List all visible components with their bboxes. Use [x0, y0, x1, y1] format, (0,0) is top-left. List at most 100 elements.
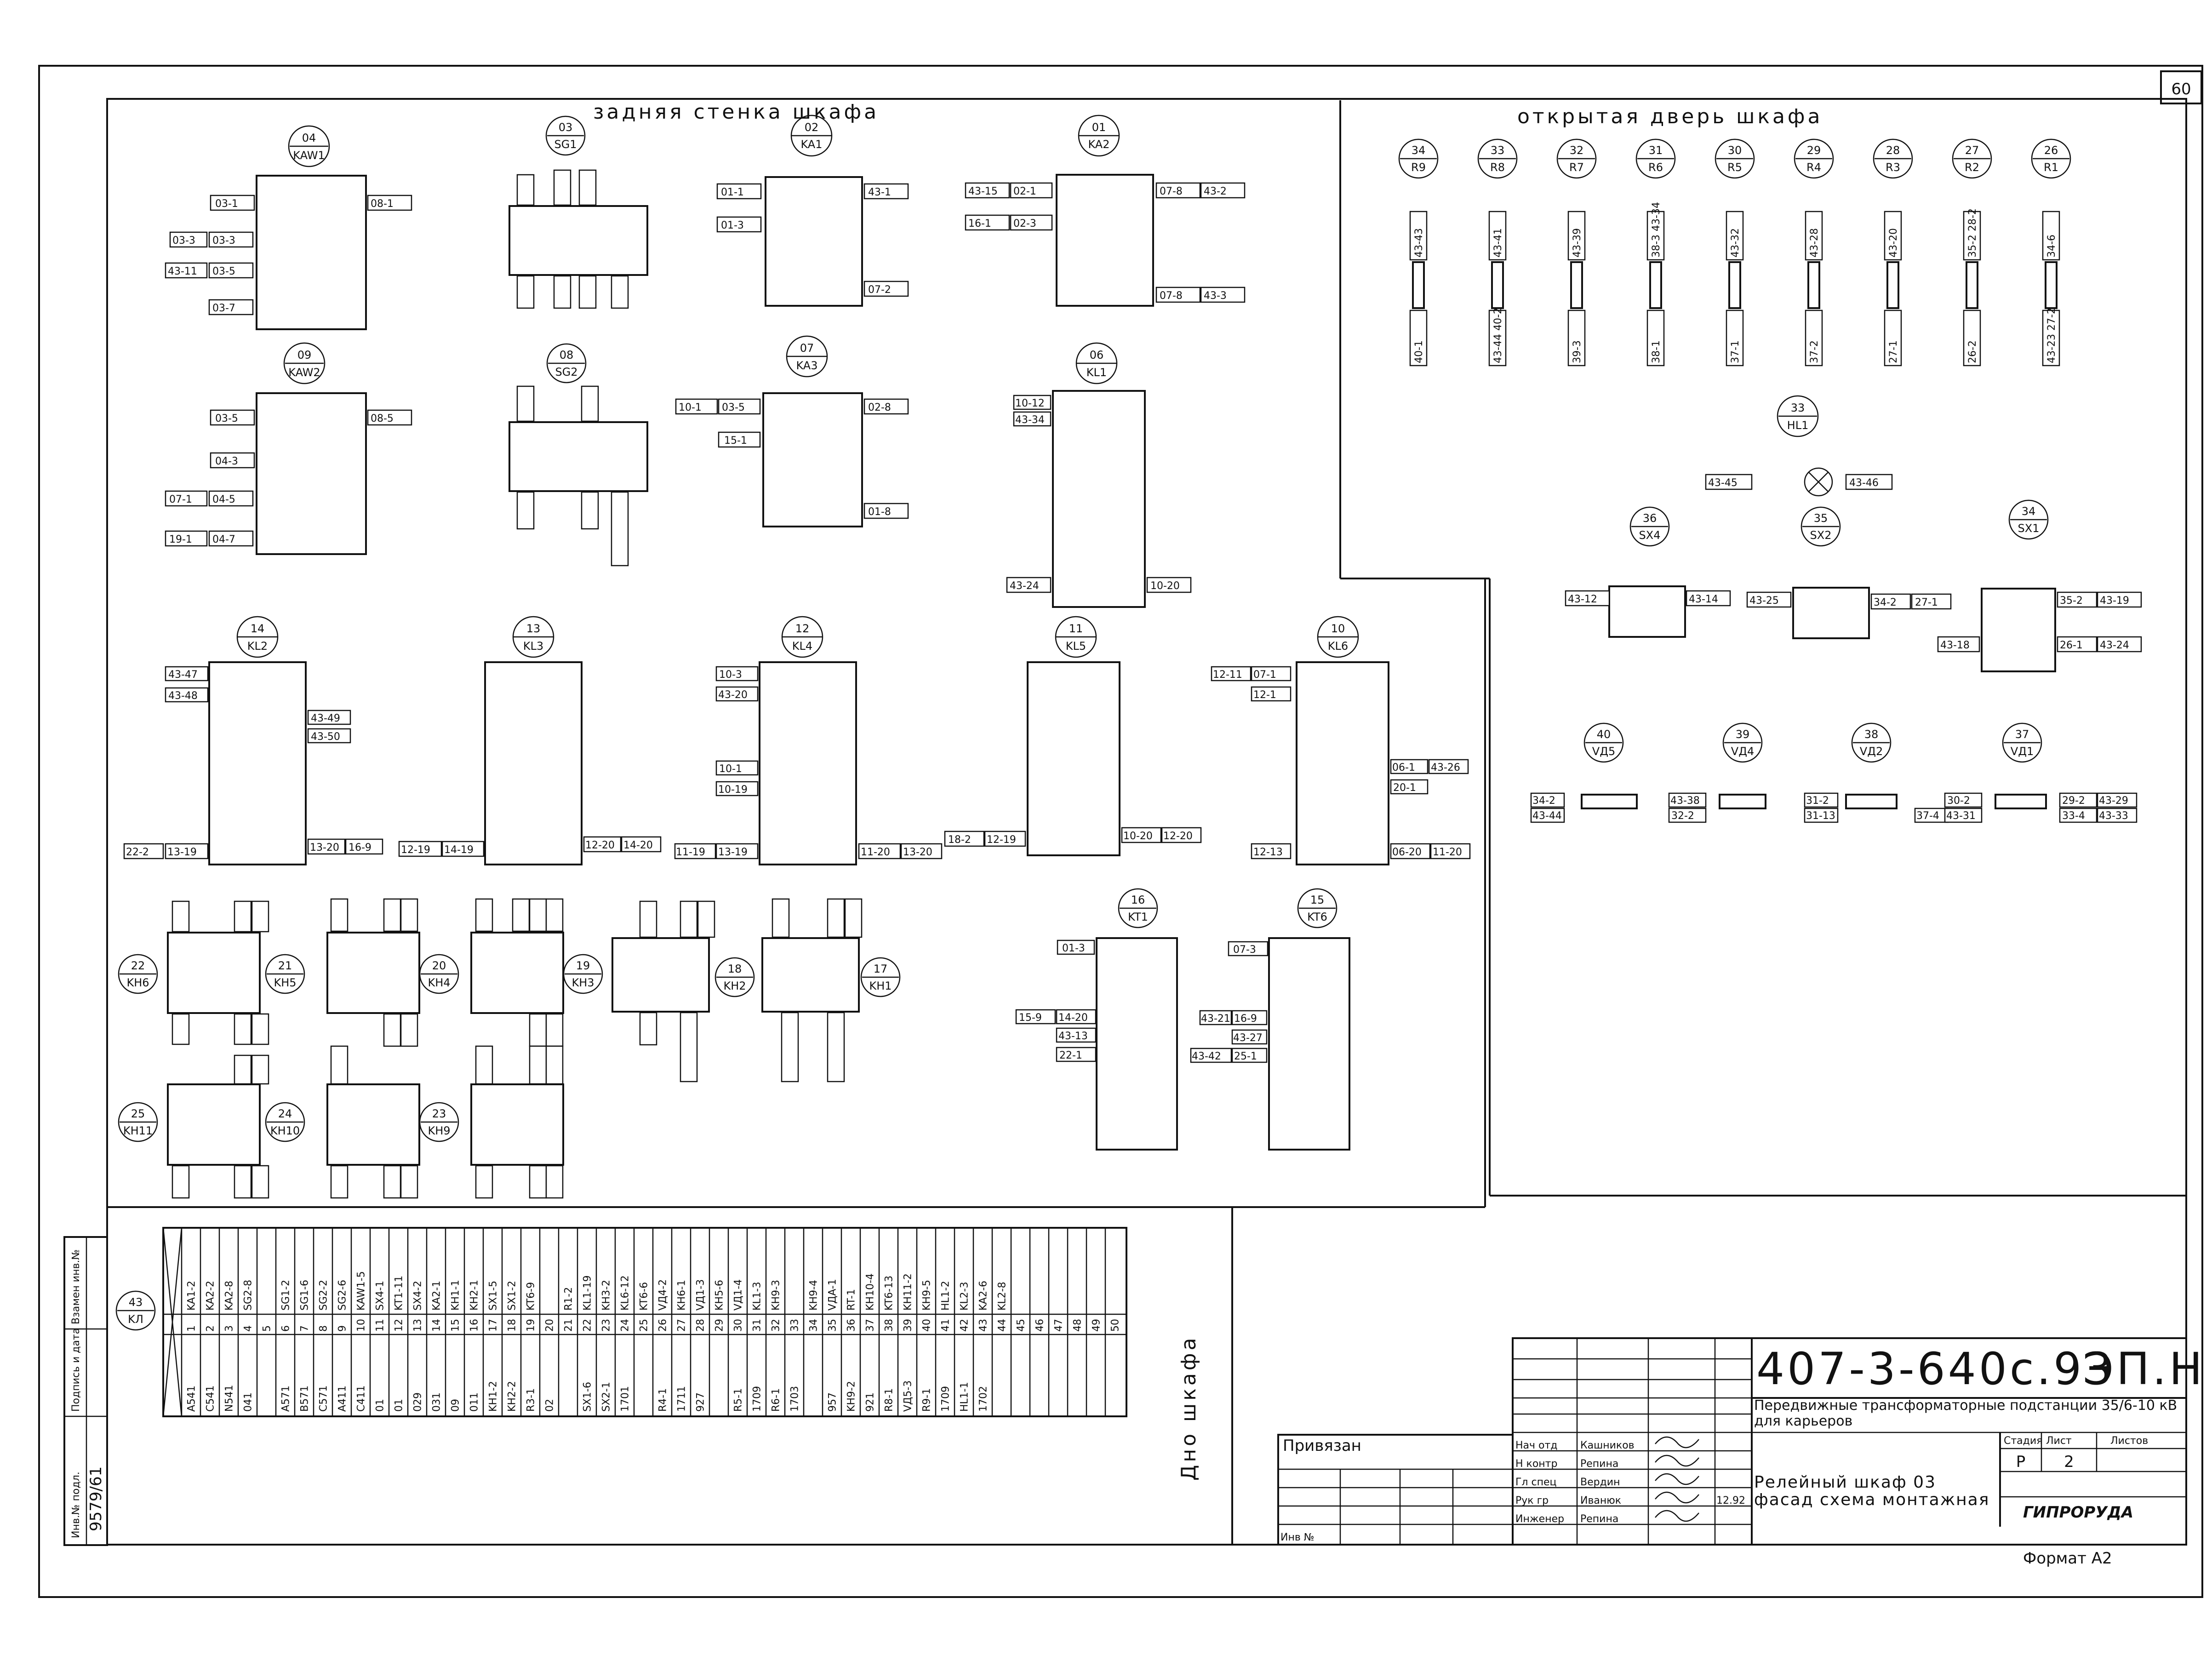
svg-text:VД2: VД2	[1860, 745, 1883, 758]
terminal-number: 14	[431, 1319, 443, 1332]
relay-bottom-unnamed	[470, 1045, 564, 1199]
terminal-wire-lower: SX2-1	[601, 1382, 612, 1412]
svg-text:17: 17	[874, 962, 888, 975]
svg-text:18: 18	[728, 962, 742, 975]
svg-text:10-3: 10-3	[719, 669, 742, 681]
svg-text:43-46: 43-46	[1849, 477, 1879, 489]
terminal-wire-lower: B571	[299, 1386, 311, 1412]
svg-text:43-25: 43-25	[1749, 595, 1779, 607]
svg-text:31-2: 31-2	[1806, 795, 1829, 807]
svg-text:KA3: KA3	[796, 359, 817, 372]
resistor-code: R3	[1886, 161, 1900, 174]
terminal-number: 20	[544, 1319, 556, 1332]
terminal-wire-lower: 1701	[620, 1386, 631, 1412]
svg-text:25: 25	[131, 1107, 145, 1120]
svg-text:03-7: 03-7	[212, 303, 235, 314]
terminal-number: 37	[865, 1319, 876, 1332]
svg-text:21: 21	[278, 959, 292, 972]
signature-2	[1655, 1455, 1699, 1467]
sheet-number-box	[2160, 70, 2202, 104]
terminal-wire-upper: VД1-3	[695, 1279, 707, 1311]
svg-text:13-19: 13-19	[167, 847, 197, 858]
svg-text:19-1: 19-1	[169, 534, 192, 545]
back-wall-label: задняя стенка шкафа	[593, 100, 879, 124]
svg-text:43-13: 43-13	[1058, 1031, 1088, 1042]
svg-text:43-3: 43-3	[1204, 290, 1227, 302]
svg-text:12-13: 12-13	[1253, 847, 1283, 858]
svg-text:03-3: 03-3	[172, 235, 195, 246]
resistor-bottom-wire: 39-3	[1572, 340, 1583, 363]
svg-text:12.92: 12.92	[1716, 1495, 1745, 1506]
terminal-wire-upper: KH10-4	[865, 1273, 876, 1311]
svg-text:Стадия: Стадия	[2004, 1435, 2042, 1447]
svg-text:KH11: KH11	[123, 1124, 153, 1137]
svg-text:KL2: KL2	[247, 640, 268, 653]
resistor-code: R1	[2044, 161, 2058, 174]
svg-text:19: 19	[576, 959, 590, 972]
svg-text:KA1: KA1	[800, 138, 822, 151]
svg-text:02-8: 02-8	[868, 402, 891, 413]
svg-text:Р: Р	[2016, 1453, 2026, 1471]
svg-text:12-11: 12-11	[1213, 669, 1242, 681]
resistor-top-wire: 43-41	[1492, 228, 1504, 258]
svg-text:KH2: KH2	[723, 979, 746, 992]
svg-text:07-1: 07-1	[1253, 669, 1276, 681]
svg-text:Нач отд: Нач отд	[1515, 1440, 1558, 1451]
svg-text:01: 01	[1092, 121, 1106, 134]
resistor-top-wire: 43-32	[1730, 228, 1741, 258]
terminal-wire-upper: SX4-2	[412, 1281, 424, 1311]
svg-text:Иванюк: Иванюк	[1580, 1495, 1621, 1506]
terminal-wire-lower: R6-1	[771, 1388, 782, 1412]
svg-text:36: 36	[1643, 512, 1657, 525]
resistor-bottom-wire: 38-1	[1651, 340, 1662, 363]
terminal-wire-lower: 927	[695, 1392, 707, 1412]
terminal-wire-upper: KT6-9	[526, 1282, 537, 1311]
svg-text:22-1: 22-1	[1059, 1050, 1082, 1061]
svg-text:01-3: 01-3	[1062, 943, 1085, 954]
terminal-number: 26	[657, 1319, 669, 1332]
signature-3	[1655, 1473, 1699, 1485]
signature-5	[1655, 1510, 1699, 1522]
svg-text:43-19: 43-19	[2100, 595, 2129, 607]
svg-text:02-3: 02-3	[1013, 218, 1036, 229]
svg-text:KH10: KH10	[270, 1124, 300, 1137]
svg-text:10-20: 10-20	[1150, 580, 1180, 592]
svg-text:KL3: KL3	[523, 640, 543, 653]
svg-text:04-7: 04-7	[212, 534, 235, 545]
resistor-top-wire: 43-20	[1888, 228, 1899, 258]
svg-text:38: 38	[1864, 728, 1879, 741]
svg-text:SX1: SX1	[2018, 522, 2040, 535]
svg-text:43: 43	[129, 1296, 143, 1309]
svg-text:27-1: 27-1	[1915, 597, 1938, 608]
svg-text:33-4: 33-4	[2062, 810, 2085, 822]
svg-text:07-2: 07-2	[868, 284, 891, 296]
resistor-bottom-wire: 26-2	[1967, 340, 1978, 363]
svg-text:Рук гр: Рук гр	[1515, 1495, 1549, 1506]
terminal-number: 28	[695, 1319, 707, 1332]
svg-text:43-47: 43-47	[168, 669, 198, 681]
terminal-number: 40	[921, 1319, 933, 1332]
svg-text:2: 2	[2064, 1453, 2074, 1471]
svg-text:KЛ: KЛ	[128, 1313, 143, 1326]
svg-text:43-24: 43-24	[1010, 580, 1039, 592]
terminal-wire-lower: VД5-3	[903, 1380, 914, 1412]
svg-text:Гл спец: Гл спец	[1515, 1477, 1556, 1488]
svg-text:VД4: VД4	[1731, 745, 1754, 758]
svg-text:15-9: 15-9	[1019, 1012, 1042, 1024]
terminal-wire-lower: KH2-2	[507, 1381, 518, 1412]
terminal-wire-lower: R9-1	[921, 1388, 933, 1412]
resistor-num: 26	[2044, 144, 2058, 157]
terminal-wire-upper: SG1-6	[299, 1280, 311, 1311]
terminal-number: 33	[789, 1319, 801, 1332]
